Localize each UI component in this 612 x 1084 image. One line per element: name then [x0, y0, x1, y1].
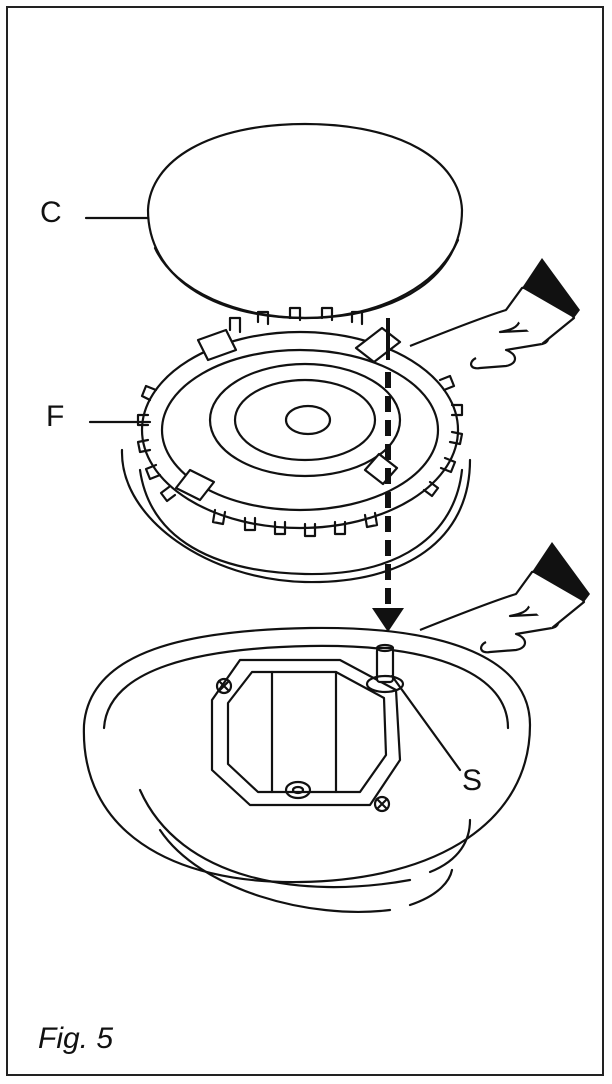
burner-base — [82, 626, 532, 913]
label-c: C — [40, 196, 62, 229]
pointing-hand-icon — [419, 542, 590, 654]
label-s: S — [462, 764, 483, 797]
leader-line-s — [390, 674, 462, 772]
pointing-hand-icon — [409, 258, 580, 370]
flame-spreader — [120, 306, 472, 584]
down-arrow-icon — [372, 318, 404, 632]
burner-cap — [146, 122, 464, 320]
label-f: F — [46, 400, 65, 433]
figure-caption: Fig. 5 — [38, 1022, 114, 1055]
figure-frame — [6, 6, 604, 1076]
